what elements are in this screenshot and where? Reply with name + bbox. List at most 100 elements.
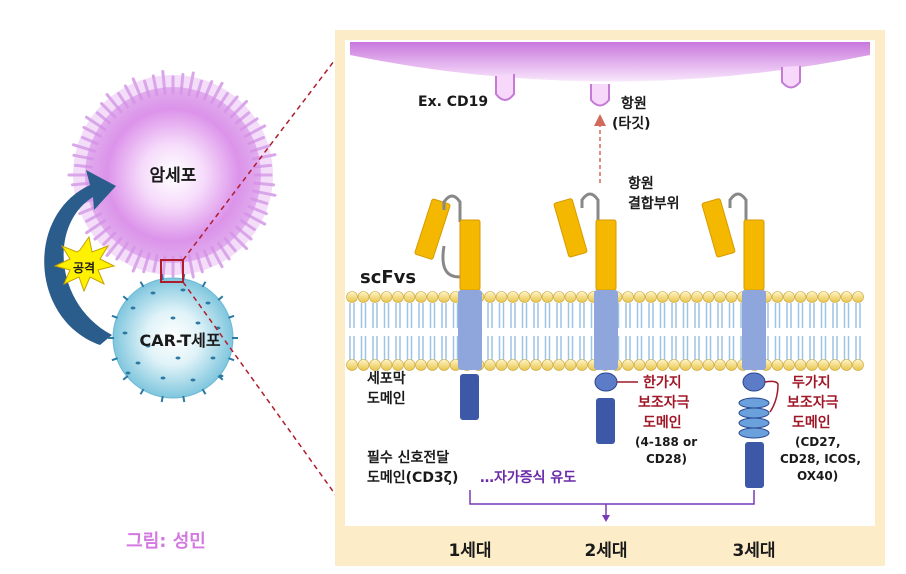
lipid-tail <box>372 336 378 360</box>
lipid-head <box>645 359 657 371</box>
gen3-costim-1 <box>742 372 766 392</box>
lipid-head <box>426 359 439 371</box>
lipid-tail <box>843 303 850 328</box>
receptor-gen1 <box>414 194 482 420</box>
lipid-tail <box>579 336 585 360</box>
car-t-receptor-dot <box>125 371 131 375</box>
zoom-line-top <box>182 39 351 261</box>
gen3-title-line2: 보조자극 <box>787 395 839 411</box>
cancer-cell-label: 암세포 <box>150 166 197 186</box>
lipid-tail <box>418 303 424 328</box>
lipid-head <box>817 359 830 371</box>
car-t-receptor-dot <box>122 331 128 335</box>
generation-label-2: 2세대 <box>584 541 627 561</box>
cancer-cell <box>67 70 277 280</box>
lipid-head <box>852 291 864 303</box>
lipid-head <box>346 359 358 371</box>
target-cell-surface <box>350 42 870 82</box>
lipid-head <box>725 291 738 303</box>
lipid-head <box>679 359 692 371</box>
signal-domain-label-line2: 도메인(CD3ζ) <box>367 469 458 486</box>
attack-label: 공격 <box>73 260 95 275</box>
gen3-transmembrane <box>742 290 766 370</box>
lipid-head <box>714 291 726 303</box>
lipid-head <box>553 359 565 371</box>
lipid-head <box>645 291 657 303</box>
lipid-tail <box>349 336 355 360</box>
lipid-head <box>840 291 853 303</box>
lipid-head <box>357 291 370 303</box>
lipid-tail <box>809 336 815 360</box>
lipid-tail <box>567 336 574 360</box>
antigen-label-line1: 항원 <box>621 95 647 112</box>
lipid-tail <box>395 303 401 328</box>
lipid-head <box>852 359 864 371</box>
binding-site-label-line2: 결합부위 <box>628 195 680 212</box>
lipid-tail <box>648 303 654 328</box>
car-t-surface-receptor <box>122 375 129 381</box>
gen2-detail-line2: CD28) <box>646 452 687 466</box>
gen3-detail-line3: OX40) <box>797 469 838 483</box>
gen3-costim-2c <box>738 417 770 429</box>
lipid-head <box>691 359 703 371</box>
lipid-tail <box>510 303 516 328</box>
car-t-receptor-dot <box>130 306 136 310</box>
lipid-tail <box>487 303 493 328</box>
figure-credit: 그림: 성민 <box>126 531 206 552</box>
generation-label-1: 1세대 <box>448 541 491 561</box>
receptor-gen3 <box>701 192 770 488</box>
gen3-pointer <box>764 380 779 413</box>
car-t-receptor-dot <box>170 316 176 320</box>
gen2-linker <box>580 192 600 222</box>
gen1-cd3z <box>460 374 479 420</box>
lipid-head <box>633 359 646 371</box>
lipid-head <box>369 291 381 303</box>
gen3-scfv-heavy <box>743 219 765 291</box>
car-t-surface-receptor <box>217 375 224 381</box>
lipid-head <box>714 359 726 371</box>
membrane-domain-label-line2: 도메인 <box>367 390 406 407</box>
gen2-title-line3: 도메인 <box>643 414 682 431</box>
lipid-tail <box>487 336 493 360</box>
car-t-receptor-dot <box>190 378 196 382</box>
lipid-head <box>576 359 588 371</box>
gen1-transmembrane <box>458 290 482 370</box>
lipid-tail <box>832 336 838 360</box>
car-t-surface-receptor <box>139 281 145 288</box>
lipid-head <box>415 291 427 303</box>
lipid-tail <box>636 303 643 328</box>
lipid-tail <box>671 303 677 328</box>
lipid-tail <box>429 303 436 328</box>
lipid-tail <box>786 303 792 328</box>
car-t-surface-receptor <box>182 395 186 403</box>
antigen-3 <box>781 66 801 89</box>
car-t-receptor-dot <box>180 288 186 292</box>
bracket-arrow-head <box>602 515 610 522</box>
lipid-tail <box>521 336 528 360</box>
generation-label-3: 3세대 <box>732 541 775 561</box>
lipid-tail <box>441 336 447 360</box>
lipid-tail <box>659 303 666 328</box>
car-t-receptor-dot <box>210 356 216 360</box>
lipid-head <box>656 359 669 371</box>
lipid-head <box>817 291 830 303</box>
proliferation-label: …자가증식 유도 <box>480 470 576 486</box>
lipid-tail <box>429 336 436 360</box>
lipid-tail <box>510 336 516 360</box>
lipid-tail <box>717 336 723 360</box>
lipid-head <box>668 291 680 303</box>
gen2-transmembrane <box>594 290 618 370</box>
lipid-tail <box>452 303 459 328</box>
lipid-tail <box>659 336 666 360</box>
lipid-tail <box>544 336 551 360</box>
lipid-head <box>576 291 588 303</box>
lipid-head <box>806 291 818 303</box>
lipid-tail <box>843 336 850 360</box>
lipid-tail <box>705 303 712 328</box>
lipid-tail <box>832 303 838 328</box>
car-t-receptor-dot <box>135 361 141 365</box>
car-t-surface-receptor <box>139 388 145 395</box>
lipid-head <box>771 291 784 303</box>
lipid-tail <box>383 303 390 328</box>
lipid-head <box>702 291 715 303</box>
